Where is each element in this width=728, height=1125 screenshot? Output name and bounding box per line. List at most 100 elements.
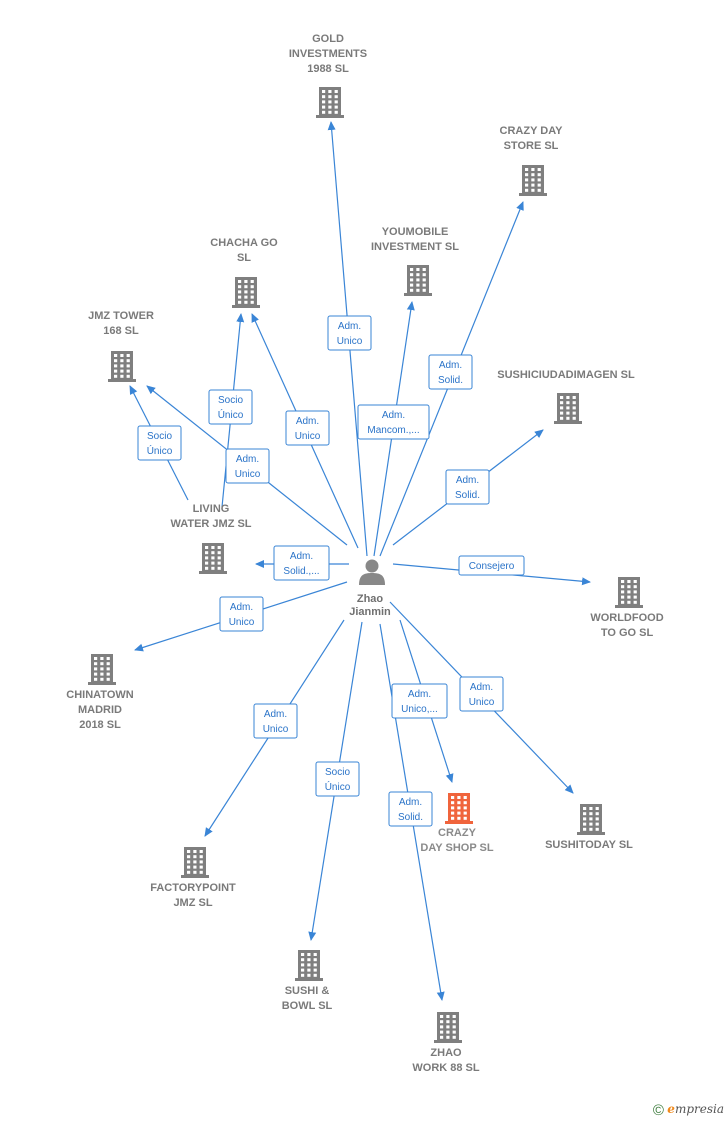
relation-label-gold[interactable]: Adm. Unico (327, 315, 372, 351)
relation-label-text: Solid. (398, 812, 423, 823)
relation-label-worldfood[interactable]: Consejero (458, 555, 525, 576)
relation-label-box (208, 389, 253, 425)
person-name: Jianmin (349, 606, 391, 618)
copyright-icon: © (652, 1102, 664, 1119)
footer-brand[interactable]: © empresia (653, 1102, 724, 1119)
relation-label-factory[interactable]: Adm.Unico (253, 703, 298, 739)
relation-label-text: Adm. (230, 602, 253, 613)
company-name: LIVING (193, 503, 230, 515)
relation-label-living[interactable]: Adm. Solid.,... (273, 545, 330, 581)
company-name: JMZ TOWER (88, 310, 154, 322)
company-name: 168 SL (103, 325, 139, 337)
relation-label-text: Adm. (264, 709, 287, 720)
relation-label-text: Adm. (290, 551, 313, 562)
relation-label-box (458, 555, 525, 576)
relation-label-text: Adm. (470, 682, 493, 693)
building-icon (404, 265, 432, 296)
building-icon (108, 351, 136, 382)
company-node-chinatown[interactable]: CHINATOWN MADRID 2018 SL (66, 654, 134, 731)
building-icon (615, 577, 643, 608)
company-name: WORLDFOOD (590, 612, 663, 624)
company-name: 2018 SL (79, 719, 121, 731)
relation-label-text: Socio (218, 395, 243, 406)
relation-label-text: Adm. (439, 360, 462, 371)
relation-label-text: Adm. (408, 689, 431, 700)
company-name: TO GO SL (601, 627, 654, 639)
company-node-sushibowl[interactable]: SUSHI & BOWL SL (282, 950, 333, 1012)
relation-label-text: Unico (469, 697, 495, 708)
company-node-sushiciudad[interactable]: SUSHICIUDADIMAGEN SL (497, 369, 635, 424)
relation-label-box (445, 469, 490, 505)
relation-label-text: Adm. (382, 410, 405, 421)
person-icon (359, 559, 385, 585)
relation-label-text: Unico (337, 336, 363, 347)
company-node-jmz[interactable]: JMZ TOWER 168 SL (88, 310, 154, 382)
relation-label-jmz[interactable]: Adm. Unico (225, 448, 270, 484)
company-name: BOWL SL (282, 1000, 333, 1012)
company-name: SUSHI & (285, 985, 330, 997)
company-name: SUSHICIUDADIMAGEN SL (497, 369, 635, 381)
building-icon (232, 277, 260, 308)
relation-label-box (327, 315, 372, 351)
relation-label-crazyshop[interactable]: Adm. Unico,... (391, 683, 448, 719)
relation-label-text: Adm. (236, 454, 259, 465)
company-node-sushitoday[interactable]: SUSHITODAY SL (545, 804, 633, 851)
relation-label-text: Consejero (469, 561, 515, 572)
relation-label-chacha[interactable]: Adm.Unico (285, 410, 330, 446)
relation-label-text: Unico (235, 469, 261, 480)
relation-label-text: Socio (325, 767, 350, 778)
company-name: INVESTMENT SL (371, 241, 459, 253)
company-name: MADRID (78, 704, 122, 716)
relation-label-crazystore[interactable]: Adm. Solid. (428, 354, 473, 390)
relation-label-sushiciudad[interactable]: Adm.Solid. (445, 469, 490, 505)
relation-label-text: Adm. (338, 321, 361, 332)
relation-label-text: Unico (229, 617, 255, 628)
relation-label-box (428, 354, 473, 390)
building-icon (199, 543, 227, 574)
relation-label-text: Solid.,... (283, 566, 319, 577)
company-node-worldfood[interactable]: WORLDFOOD TO GO SL (590, 577, 664, 639)
relation-label-chinatown[interactable]: Adm. Unico (219, 596, 264, 632)
relation-label-box (388, 791, 433, 827)
company-node-living[interactable]: LIVING WATER JMZ SL (170, 503, 252, 574)
company-name: SL (237, 252, 251, 264)
relation-label-text: Adm. (399, 797, 422, 808)
relation-label-youmobile[interactable]: Adm.Mancom.,... (357, 404, 430, 440)
relation-label-text: Único (325, 780, 351, 793)
building-icon (88, 654, 116, 685)
relation-label-box (137, 425, 182, 461)
building-icon (519, 165, 547, 196)
relation-label-sushitoday[interactable]: Adm. Unico (459, 676, 504, 712)
relation-label-text: Solid. (438, 375, 463, 386)
company-name: CRAZY DAY (500, 125, 564, 137)
building-icon (434, 1012, 462, 1043)
relation-label-text: Adm. (296, 416, 319, 427)
relation-label-text: Unico,... (401, 704, 438, 715)
relation-label-text: Adm. (456, 475, 479, 486)
relation-labels-layer: Adm.UnicoAdm.Solid.Adm.Mancom.,...Adm.Un… (137, 315, 525, 827)
company-name: CHINATOWN (66, 689, 133, 701)
relation-label-zhaowork[interactable]: Adm. Solid. (388, 791, 433, 827)
brand-logo: empresia (667, 1102, 724, 1116)
company-name: FACTORYPOINT (150, 882, 236, 894)
company-name: DAY SHOP SL (420, 842, 493, 854)
person-name: Zhao (357, 593, 384, 605)
company-name: ZHAO (430, 1047, 462, 1059)
relation-label-box (253, 703, 298, 739)
relation-label-box (225, 448, 270, 484)
relation-label-text: Único (218, 408, 244, 421)
relation-label-text: Único (147, 444, 173, 457)
company-name: WATER JMZ SL (170, 518, 251, 530)
